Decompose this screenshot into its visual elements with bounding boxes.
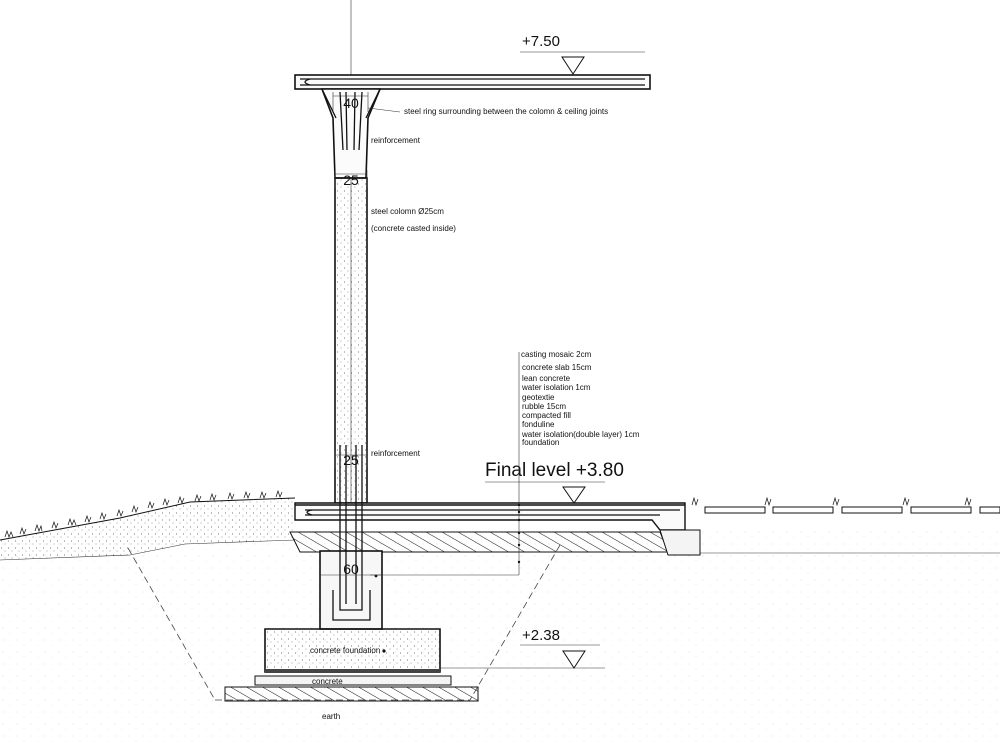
label-concrete-foundation: concrete foundation <box>310 646 380 655</box>
concrete-foundation <box>224 628 479 702</box>
layer-item: geotextie <box>522 393 555 402</box>
layer-item: concrete slab 15cm <box>522 363 592 372</box>
layer-list: casting mosaic 2cm concrete slab 15cm le… <box>521 350 640 447</box>
leader-lines <box>367 107 521 576</box>
layer-item: compacted fill <box>522 411 571 420</box>
layer-item: rubble 15cm <box>522 402 566 411</box>
soil <box>0 497 1000 745</box>
dimension-25-upper: 25 <box>334 170 368 188</box>
layer-item: fonduline <box>522 420 555 429</box>
column-base <box>319 445 383 630</box>
dimension-25-lower: 25 <box>334 451 368 468</box>
layer-item: water isolation(double layer) 1cm <box>521 430 640 439</box>
layer-item: water isolation 1cm <box>521 383 591 392</box>
level-final: Final level +3.80 <box>485 460 624 504</box>
label-steel-ring: steel ring surrounding between the colom… <box>404 107 608 116</box>
label-reinforcement-bottom: reinforcement <box>371 449 421 458</box>
level-final-label: Final level +3.80 <box>485 460 624 481</box>
label-concrete-inside: (concrete casted inside) <box>371 224 456 233</box>
dim-column-lower: 25 <box>343 452 359 468</box>
level-top: +7.50 <box>520 33 645 75</box>
layer-item: lean concrete <box>522 374 571 383</box>
layer-item: foundation <box>522 438 559 447</box>
label-reinforcement-top: reinforcement <box>371 136 421 145</box>
dim-column-upper: 25 <box>343 172 359 188</box>
label-concrete: concrete <box>312 677 343 686</box>
label-earth: earth <box>322 712 340 721</box>
ceiling-slab <box>294 74 651 90</box>
dim-head-width: 40 <box>343 95 359 111</box>
dimension-40: 40 <box>332 92 369 112</box>
dim-base-width: 60 <box>343 561 359 577</box>
label-steel-column: steel colomn Ø25cm <box>371 207 444 216</box>
level-bottom-label: +2.38 <box>522 627 560 644</box>
layer-item: casting mosaic 2cm <box>521 350 592 359</box>
level-top-label: +7.50 <box>522 33 560 50</box>
level-bottom: +2.38 <box>440 627 605 669</box>
grass-tufts <box>4 489 972 539</box>
floor-slab <box>289 502 701 556</box>
paving-slabs <box>704 506 1000 514</box>
